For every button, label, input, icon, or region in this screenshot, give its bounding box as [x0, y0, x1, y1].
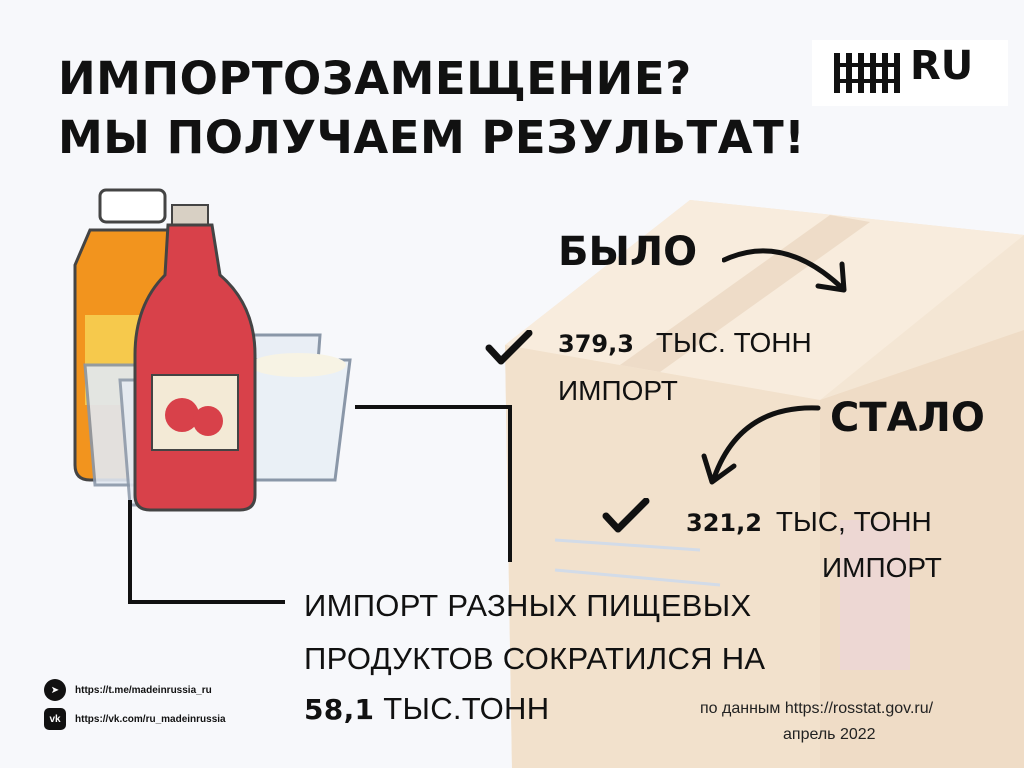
checkmark-icon — [485, 330, 533, 365]
telegram-icon: ➤ — [44, 679, 66, 701]
page-title-line-1: ИМПОРТОЗАМЕЩЕНИЕ? — [58, 52, 692, 105]
now-label: СТАЛО — [830, 395, 985, 441]
summary-line-3: 58,1 ТЫС.ТОНН — [304, 693, 549, 724]
summary-line-1: ИМПОРТ РАЗНЫХ ПИЩЕВЫХ — [304, 588, 752, 623]
social-link-label[interactable]: https://t.me/madeinrussia_ru — [75, 684, 212, 696]
brand-logo: RU — [812, 40, 1008, 106]
summary-value: 58,1 — [304, 693, 375, 726]
now-value: 321,2 — [686, 509, 762, 537]
social-link-label[interactable]: https://vk.com/ru_madeinrussia — [75, 713, 226, 725]
food-products-illustration — [73, 188, 352, 512]
was-arrow-icon — [722, 248, 847, 293]
summary-unit: ТЫС.ТОНН — [383, 691, 550, 726]
logo-text: RU — [910, 43, 974, 89]
was-value: 379,3 — [558, 330, 634, 358]
logo-bars-icon — [834, 53, 900, 93]
was-import-label: ИМПОРТ — [558, 375, 678, 406]
now-stat: 321,2 ТЫС, ТОНН — [686, 508, 932, 536]
was-unit: ТЫС. ТОНН — [655, 327, 812, 358]
source-note: по данным https://rosstat.gov.ru/ — [700, 700, 934, 717]
page-title-line-2: МЫ ПОЛУЧАЕМ РЕЗУЛЬТАТ! — [58, 111, 806, 164]
summary-line-2: ПРОДУКТОВ СОКРАТИЛСЯ НА — [304, 641, 766, 676]
was-stat: 379,3 ТЫС. ТОНН — [558, 329, 812, 357]
now-arrow-icon — [701, 405, 821, 485]
social-link-telegram[interactable]: ➤ https://t.me/madeinrussia_ru — [44, 679, 212, 701]
checkmark-icon — [602, 498, 650, 533]
now-import-label: ИМПОРТ — [822, 552, 942, 583]
source-date: апрель 2022 — [783, 726, 876, 743]
social-link-vk[interactable]: vk https://vk.com/ru_madeinrussia — [44, 708, 226, 730]
vk-icon: vk — [44, 708, 66, 730]
was-label: БЫЛО — [558, 229, 698, 275]
now-unit: ТЫС, ТОНН — [775, 506, 932, 537]
